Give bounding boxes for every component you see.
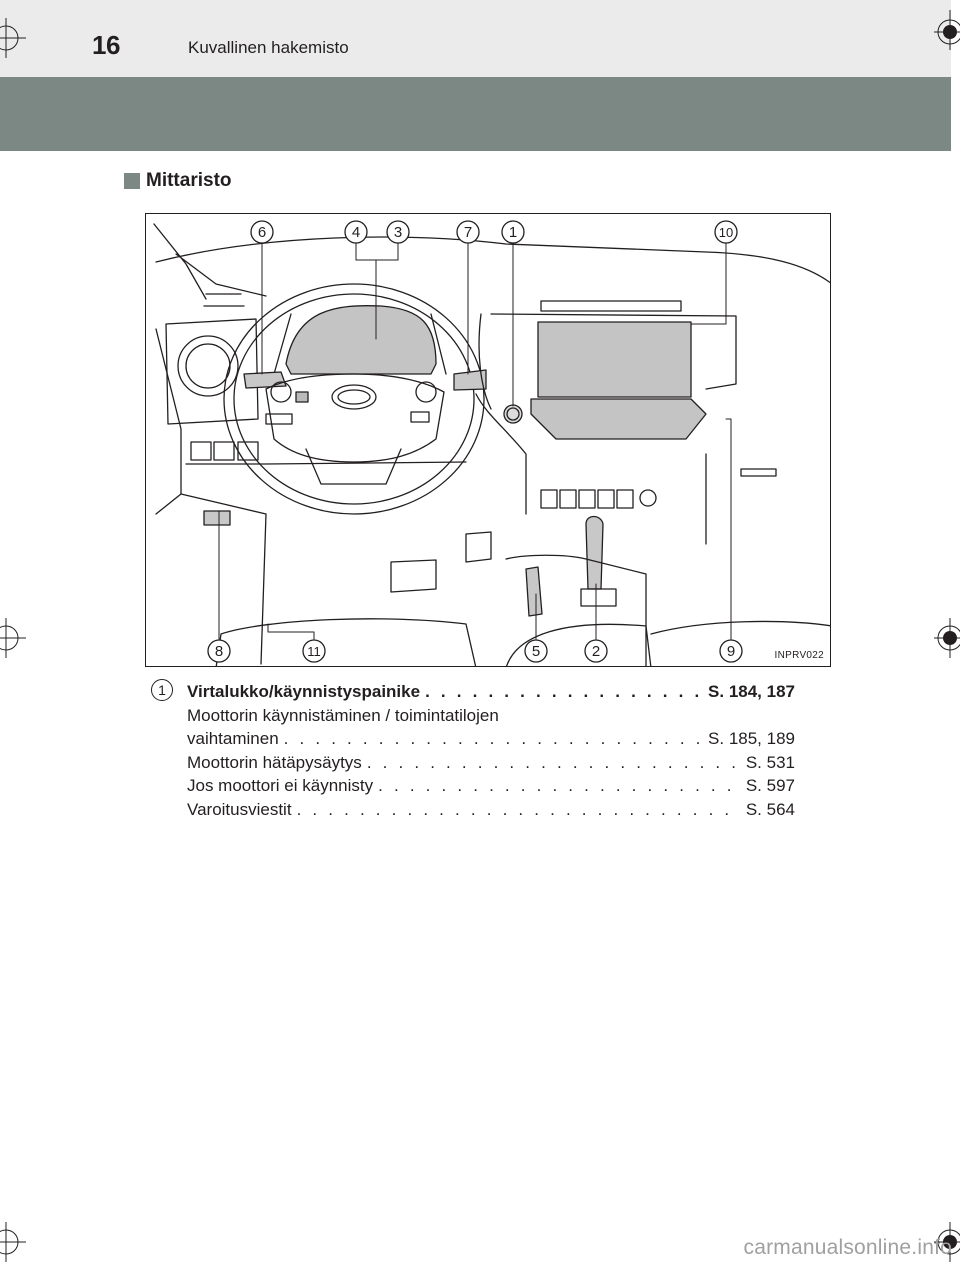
entry-label: Moottorin käynnistäminen / toimintatiloj… <box>187 705 499 725</box>
page-reference: S. 531 <box>745 752 795 772</box>
entry-row: Moottorin hätäpysäytys . . . . . . . . .… <box>187 751 795 775</box>
entry-list: Virtalukko/käynnistyspainike . . . . . .… <box>187 680 795 821</box>
callout-9: 9 <box>727 643 735 660</box>
registration-mark-icon <box>934 618 960 658</box>
callout-1: 1 <box>509 224 517 241</box>
entry-label: Jos moottori ei käynnisty <box>187 776 374 795</box>
entry-row: vaihtaminen . . . . . . . . . . . . . . … <box>187 727 795 751</box>
callout-4: 4 <box>352 224 360 241</box>
callout-8: 8 <box>215 643 223 660</box>
section-heading: Mittaristo <box>124 170 232 192</box>
page-number: 16 <box>92 30 120 60</box>
callout-2: 2 <box>592 643 600 660</box>
callout-11: 11 <box>307 644 321 659</box>
registration-mark-icon <box>0 618 26 658</box>
registration-mark-icon <box>934 1222 960 1262</box>
page-reference: S. 185, 189 <box>708 729 795 748</box>
dashboard-illustration: 6 4 3 7 1 10 8 11 5 2 9 <box>153 220 830 666</box>
callout-3: 3 <box>394 224 402 241</box>
entry-row: Moottorin käynnistäminen / toimintatiloj… <box>187 704 795 728</box>
entry-label: Varoitusviestit <box>187 799 292 819</box>
instrument-panel-figure: 6 4 3 7 1 10 8 11 5 2 9 INPRV022 <box>145 213 831 667</box>
entry-number-badge: 1 <box>151 679 173 701</box>
header-gray-bar <box>0 77 951 151</box>
leader-dots: . . . . . . . . . . . . . . . . . . . . … <box>378 776 741 795</box>
registration-mark-icon <box>0 18 26 58</box>
entry-row: Jos moottori ei käynnisty . . . . . . . … <box>187 774 795 798</box>
callout-5: 5 <box>532 643 540 660</box>
section-square-icon <box>124 173 140 189</box>
header-band <box>0 0 951 77</box>
registration-mark-icon <box>934 10 960 50</box>
page-reference: S. 564 <box>745 799 795 819</box>
watermark-link[interactable]: carmanualsonline.info <box>743 1236 952 1259</box>
registration-mark-icon <box>0 1222 26 1262</box>
page-reference: S. 184, 187 <box>708 682 795 701</box>
leader-dots: . . . . . . . . . . . . . . . . . . . . … <box>283 729 704 748</box>
entry-label: Moottorin hätäpysäytys <box>187 752 362 772</box>
entry-row: Virtalukko/käynnistyspainike . . . . . .… <box>187 680 795 704</box>
section-title: Mittaristo <box>146 170 232 191</box>
page-reference: S. 597 <box>745 776 795 795</box>
leader-dots: . . . . . . . . . . . . . . . . . . . . … <box>366 752 741 772</box>
chapter-title: Kuvallinen hakemisto <box>188 38 349 57</box>
callout-7: 7 <box>464 224 472 241</box>
entry-row: Varoitusviestit . . . . . . . . . . . . … <box>187 798 795 822</box>
leader-dots: . . . . . . . . . . . . . . . . . . . . … <box>425 682 703 701</box>
entry-label: vaihtaminen <box>187 729 279 748</box>
entry-label: Virtalukko/käynnistyspainike <box>187 682 421 701</box>
leader-dots: . . . . . . . . . . . . . . . . . . . . … <box>296 799 741 819</box>
callout-10: 10 <box>719 225 733 240</box>
callout-6: 6 <box>258 224 266 241</box>
figure-code: INPRV022 <box>774 650 824 661</box>
